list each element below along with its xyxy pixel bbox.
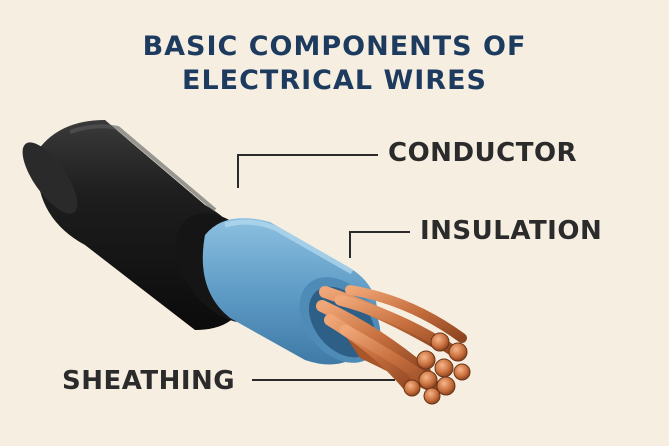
conductor-leader-line — [237, 154, 378, 188]
sheathing-label: SHEATHING — [62, 366, 236, 396]
title-line-1: BASIC COMPONENTS OF — [142, 31, 527, 62]
diagram-title: BASIC COMPONENTS OF ELECTRICAL WIRES — [0, 30, 669, 98]
insulation-label: INSULATION — [420, 216, 603, 246]
conductor-label: CONDUCTOR — [388, 138, 578, 168]
title-line-2: ELECTRICAL WIRES — [182, 65, 487, 96]
conductor-strands — [316, 285, 471, 405]
insulation-leader-line — [349, 231, 410, 258]
